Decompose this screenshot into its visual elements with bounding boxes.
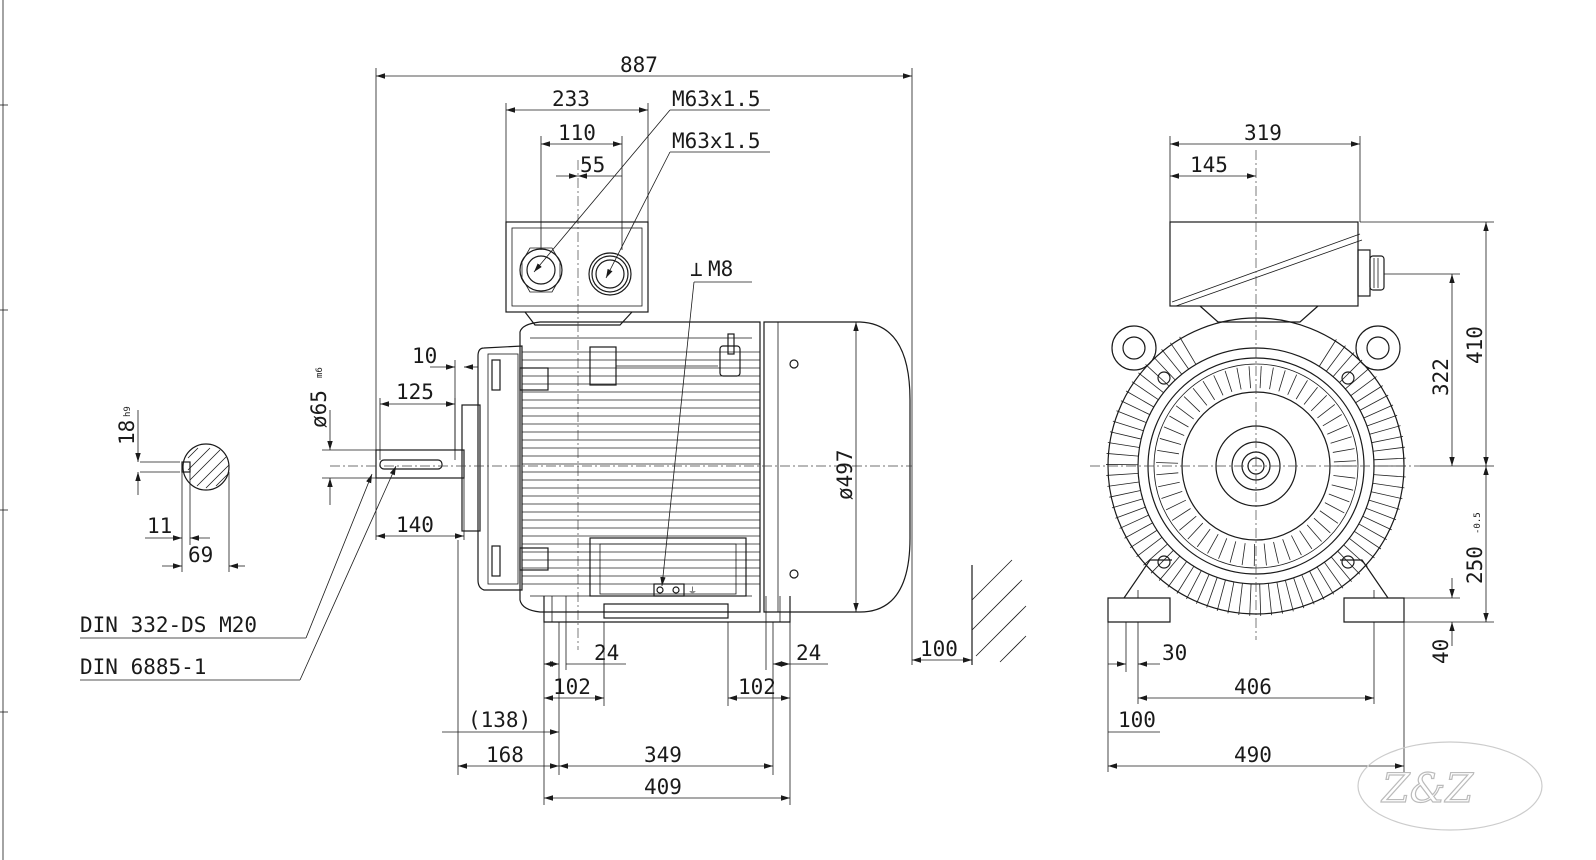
label-lifting-thread: M8	[708, 257, 733, 281]
dim-gland-spacing: 110	[558, 121, 596, 145]
watermark-text: Z&Z	[1380, 766, 1474, 812]
dim-overall-length: 887	[620, 53, 658, 77]
wall-hatch	[971, 559, 1027, 665]
dim-shaft-height-end: 250	[1463, 546, 1487, 584]
dim-foot-width-right: 102	[738, 675, 776, 699]
label-gland-1-thread: M63x1.5	[672, 87, 761, 111]
label-lifting-thread-symbol: ⊥	[690, 257, 703, 281]
sheet-border	[0, 0, 8, 860]
dim-foot-width-left: 102	[553, 675, 591, 699]
dim-shaft-height-tolerance: -0.5	[1473, 512, 1483, 534]
note-centre-hole: DIN 332-DS M20	[80, 613, 257, 637]
dim-hole-spacing-side: 349	[644, 743, 682, 767]
end-view-feet	[1107, 559, 1405, 623]
dim-gland-offset: 55	[580, 153, 605, 177]
dim-foot-slot-right: 24	[796, 641, 821, 665]
dim-key-width: 18	[115, 420, 139, 445]
dim-frame-diameter: ø497	[833, 449, 857, 500]
radial-cooling-fins	[1106, 336, 1406, 616]
dim-hole-spacing-end: 406	[1234, 675, 1272, 699]
cable-gland-1	[519, 247, 563, 293]
shaft	[330, 449, 912, 479]
lifting-eye-right	[1355, 325, 1401, 371]
note-key-standard: DIN 6885-1	[80, 655, 206, 679]
dim-key-depth: 11	[147, 514, 172, 538]
dim-gland-height: 322	[1429, 358, 1453, 396]
label-gland-2-thread: M63x1.5	[672, 129, 761, 153]
side-view: 887 233 110	[80, 53, 1027, 805]
dim-box-width-end: 319	[1244, 121, 1282, 145]
dim-overall-height: 410	[1463, 326, 1487, 364]
dim-foot-hole-width: 30	[1162, 641, 1187, 665]
key-section-view: 18 h9 11 69	[115, 406, 245, 572]
dim-key-shaft-height: 69	[188, 543, 213, 567]
dim-foot-height: 40	[1429, 639, 1453, 664]
cooling-fins	[522, 351, 760, 585]
cable-gland-2	[588, 252, 632, 296]
key-section-hatch	[187, 447, 230, 489]
dim-shaft-to-foot-ref: (138)	[468, 708, 531, 732]
lifting-eye-left	[1111, 325, 1157, 371]
dim-shaft-key-length: 125	[396, 380, 434, 404]
terminal-box	[505, 221, 649, 326]
dim-foot-slot-left: 24	[594, 641, 619, 665]
dim-shaft-length: 140	[396, 513, 434, 537]
dim-foot-extension: 100	[1118, 708, 1156, 732]
dim-key-tolerance: h9	[123, 406, 133, 417]
dim-box-offset-end: 145	[1190, 153, 1228, 177]
dim-terminal-box-width: 233	[552, 87, 590, 111]
dim-shaft-shoulder: 10	[412, 344, 437, 368]
dim-shaft-tolerance: m6	[315, 367, 325, 378]
end-shield-bolts	[1157, 371, 1355, 569]
dim-fan-clearance: 100	[920, 637, 958, 661]
fan-grille	[1156, 366, 1356, 566]
earth-symbol-icon: ⏚	[688, 586, 697, 597]
dim-shaft-to-foot: 168	[486, 743, 524, 767]
cable-gland-end	[1357, 249, 1385, 297]
motor-housing: ⏚	[461, 321, 911, 623]
end-view: 319 145 322 410 250 -0.5 40 30	[1090, 121, 1494, 772]
terminal-box-end	[1169, 221, 1385, 323]
dim-overall-width: 490	[1234, 743, 1272, 767]
dim-foot-length: 409	[644, 775, 682, 799]
watermark-logo: Z&Z	[1357, 741, 1543, 831]
dim-shaft-diameter: ø65	[307, 390, 331, 428]
